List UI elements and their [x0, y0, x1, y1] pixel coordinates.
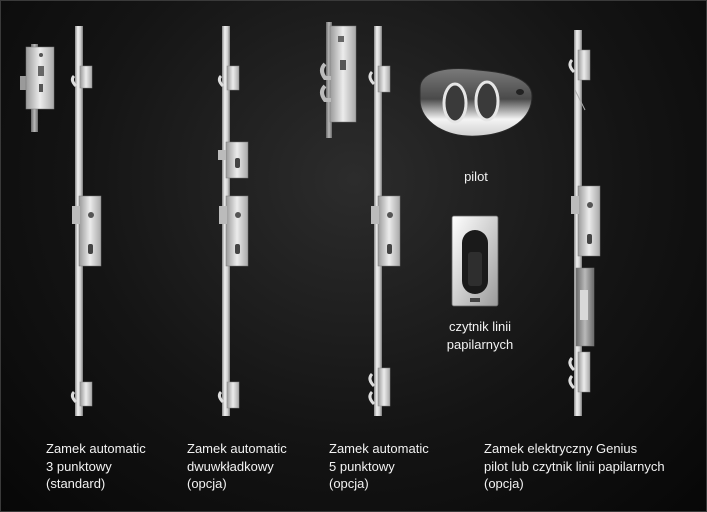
caption-automatic-dual: Zamek automatic dwuwkładkowy (opcja) — [187, 440, 287, 493]
caption-line: Zamek elektryczny Genius — [484, 441, 638, 456]
remote-control-image — [419, 68, 533, 137]
lock-5-point — [320, 22, 401, 416]
remote-label: pilot — [464, 169, 488, 184]
caption-line: Zamek automatic — [46, 441, 146, 456]
caption-line: dwuwkładkowy — [187, 458, 274, 474]
fingerprint-reader-label: czytnik linii papilarnych — [446, 319, 514, 352]
caption-line: (opcja) — [187, 476, 227, 491]
caption-line: Zamek automatic — [187, 441, 287, 456]
caption-automatic-3: Zamek automatic 3 punktowy (standard) — [46, 440, 146, 493]
lock-3-point — [20, 26, 102, 416]
caption-automatic-5: Zamek automatic 5 punktowy (opcja) — [329, 440, 429, 493]
caption-line: 3 punktowy — [46, 458, 112, 474]
caption-line: (standard) — [46, 476, 106, 491]
caption-line: Zamek automatic — [329, 441, 429, 456]
fingerprint-reader-image — [451, 215, 499, 307]
caption-genius: Zamek elektryczny Genius pilot lub czytn… — [484, 440, 665, 493]
lock-dual-cylinder — [217, 26, 249, 416]
caption-line: (opcja) — [484, 476, 524, 491]
lock-genius — [568, 30, 601, 416]
caption-line: (opcja) — [329, 476, 369, 491]
caption-line: 5 punktowy — [329, 458, 395, 474]
caption-line: pilot lub czytnik linii papilarnych — [484, 458, 665, 474]
